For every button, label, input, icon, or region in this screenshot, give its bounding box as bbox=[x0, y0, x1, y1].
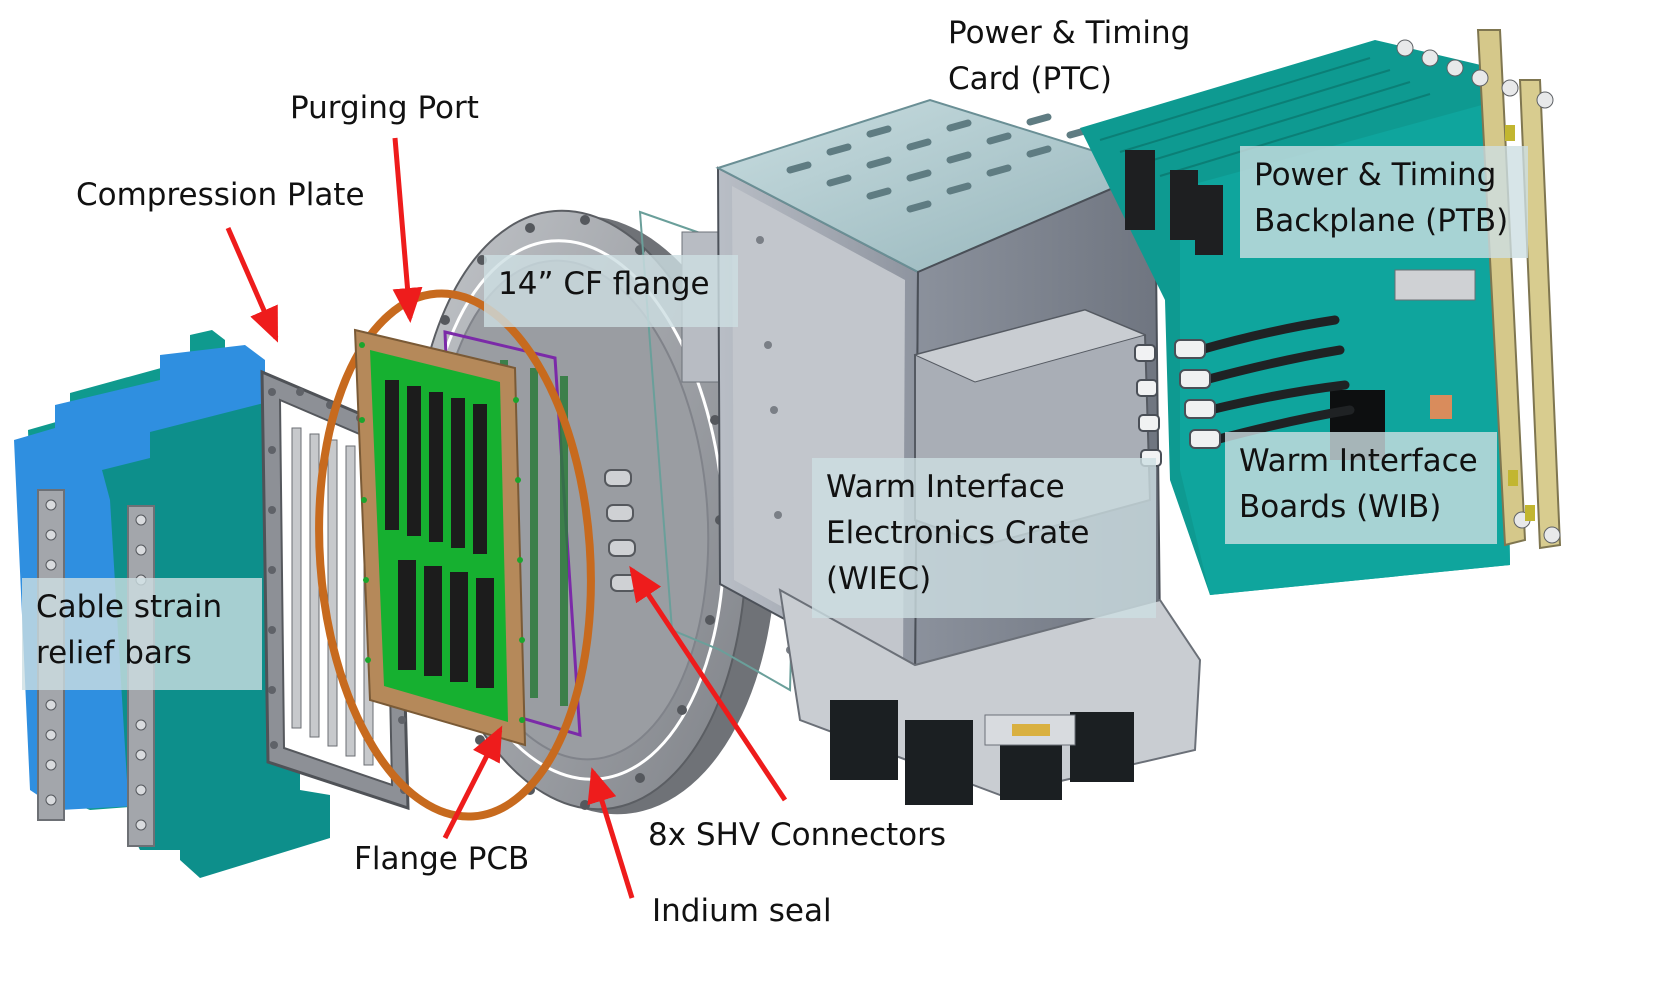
label-wiec-line2: Electronics Crate bbox=[826, 515, 1090, 551]
label-ptb-line2: Backplane (PTB) bbox=[1254, 203, 1509, 239]
label-wib-box: Warm Interface Boards (WIB) bbox=[1225, 432, 1497, 544]
label-compression-plate: Compression Plate bbox=[76, 177, 365, 213]
arrow-indium-seal bbox=[587, 767, 635, 899]
label-wib-line2: Boards (WIB) bbox=[1239, 489, 1442, 525]
label-ptb-box: Power & Timing Backplane (PTB) bbox=[1240, 146, 1528, 258]
label-flange-pcb: Flange PCB bbox=[354, 841, 530, 877]
label-ptb-line1: Power & Timing bbox=[1254, 157, 1497, 193]
label-cable-box: Cable strain relief bars bbox=[22, 578, 262, 690]
label-power-timing-card: Power & Timing Card (PTC) bbox=[948, 10, 1190, 102]
label-cf-flange: 14” CF flange bbox=[498, 266, 710, 302]
label-wiec-line1: Warm Interface bbox=[826, 469, 1065, 505]
label-wiec-line3: (WIEC) bbox=[826, 561, 932, 597]
flange-pcb bbox=[353, 328, 527, 747]
label-cable-line2: relief bars bbox=[36, 635, 192, 671]
arrow-shv-connectors bbox=[629, 565, 788, 802]
label-cf-flange-box: 14” CF flange bbox=[484, 255, 738, 327]
label-purging-port: Purging Port bbox=[290, 90, 479, 126]
copper-ring bbox=[315, 289, 595, 821]
arrow-flange-pcb bbox=[442, 725, 503, 840]
label-shv-connectors: 8x SHV Connectors bbox=[648, 817, 947, 853]
label-cable-line1: Cable strain bbox=[36, 589, 223, 625]
label-wib-line1: Warm Interface bbox=[1239, 443, 1478, 479]
callout-arrows bbox=[225, 137, 788, 899]
shv-connectors bbox=[604, 469, 638, 592]
arrow-compression-plate bbox=[225, 227, 279, 343]
label-ptc-line1: Power & Timing bbox=[948, 15, 1191, 51]
label-indium-seal: Indium seal bbox=[652, 893, 832, 929]
arrow-purging-port bbox=[392, 137, 423, 323]
label-wiec-box: Warm Interface Electronics Crate (WIEC) bbox=[812, 458, 1156, 618]
label-ptc-line2: Card (PTC) bbox=[948, 61, 1113, 97]
